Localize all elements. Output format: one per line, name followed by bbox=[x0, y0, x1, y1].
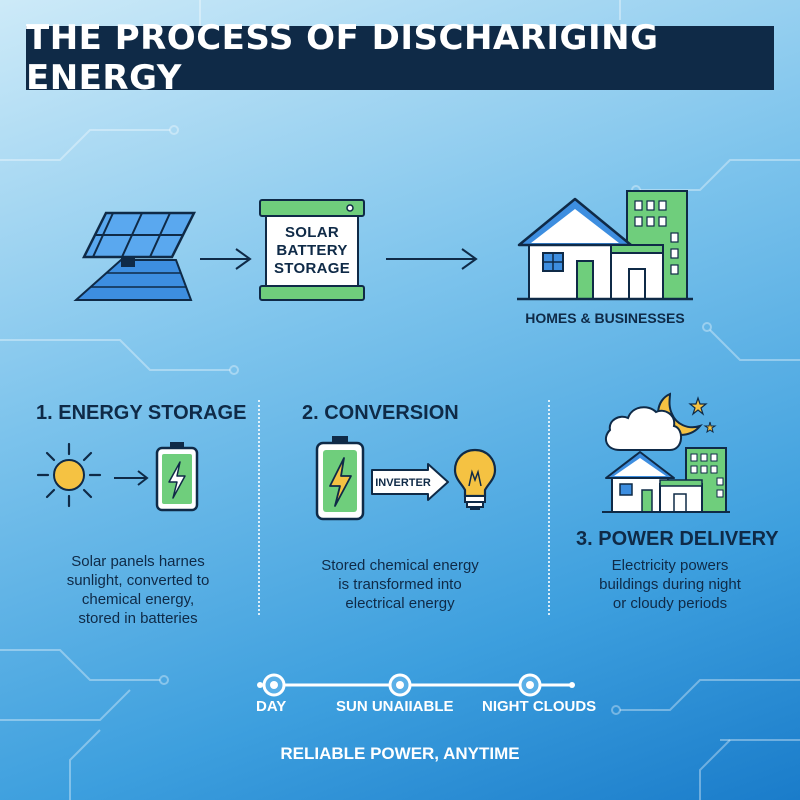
homes-businesses-icon bbox=[517, 190, 693, 301]
battery-storage-icon bbox=[259, 199, 365, 301]
step-3-heading: 3. POWER DELIVERY bbox=[576, 528, 779, 550]
battery-label-line: SOLAR bbox=[285, 224, 339, 241]
section-divider bbox=[548, 400, 550, 615]
step-1-description: Solar panels harnes sunlight, converted … bbox=[38, 552, 238, 628]
timeline-node bbox=[262, 673, 286, 697]
timeline-node bbox=[388, 673, 412, 697]
timeline-track bbox=[257, 673, 575, 697]
page-title: THE PROCESS OF DISCHARIGING ENERGY bbox=[26, 18, 659, 98]
light-bulb-icon bbox=[453, 448, 497, 510]
battery-charge-icon bbox=[155, 442, 199, 512]
description-line: Electricity powers bbox=[611, 557, 729, 574]
flow-arrow-2 bbox=[386, 248, 478, 270]
battery-storage-label: SOLAR BATTERY STORAGE bbox=[274, 224, 350, 278]
description-line: chemical energy, bbox=[81, 591, 195, 608]
homes-caption: HOMES & BUSINESSES bbox=[525, 310, 685, 326]
sun-icon bbox=[36, 442, 102, 508]
step-1-heading: 1. ENERGY STORAGE bbox=[36, 402, 247, 424]
timeline-node bbox=[518, 673, 542, 697]
description-line: or cloudy periods bbox=[612, 595, 728, 612]
description-line: stored in batteries bbox=[78, 610, 198, 627]
arrow-icon bbox=[114, 470, 149, 486]
night-cloud-icon bbox=[604, 392, 717, 451]
flow-arrow-1 bbox=[200, 248, 252, 270]
section-divider bbox=[258, 400, 260, 615]
description-line: Stored chemical energy bbox=[321, 557, 479, 574]
step-3-description: Electricity powers buildings during nigh… bbox=[570, 556, 770, 613]
solar-panel-icon bbox=[73, 211, 197, 301]
battery-discharge-icon bbox=[315, 436, 365, 521]
step-2-heading: 2. CONVERSION bbox=[302, 402, 459, 424]
description-line: buildings during night bbox=[599, 576, 741, 593]
step-2-description: Stored chemical energy is transformed in… bbox=[305, 556, 495, 613]
inverter-arrow-icon: INVERTER bbox=[371, 463, 449, 501]
timeline-label-sun-unavailable: SUN UNAIIABLE bbox=[336, 698, 454, 715]
timeline-label-day: DAY bbox=[256, 698, 287, 715]
description-line: electrical energy bbox=[345, 595, 455, 612]
description-line: sunlight, converted to bbox=[66, 572, 210, 589]
description-line: is transformed into bbox=[338, 576, 462, 593]
inverter-label: INVERTER bbox=[375, 477, 431, 489]
timeline-label-night-clouds: NIGHT CLOUDS bbox=[482, 698, 597, 715]
description-line: Solar panels harnes bbox=[71, 553, 205, 570]
tagline: RELIABLE POWER, ANYTIME bbox=[280, 744, 520, 763]
title-banner: THE PROCESS OF DISCHARIGING ENERGY bbox=[26, 18, 774, 98]
houses-small-icon bbox=[602, 447, 730, 513]
battery-label-line: STORAGE bbox=[274, 260, 351, 277]
battery-label-line: BATTERY bbox=[276, 242, 348, 259]
